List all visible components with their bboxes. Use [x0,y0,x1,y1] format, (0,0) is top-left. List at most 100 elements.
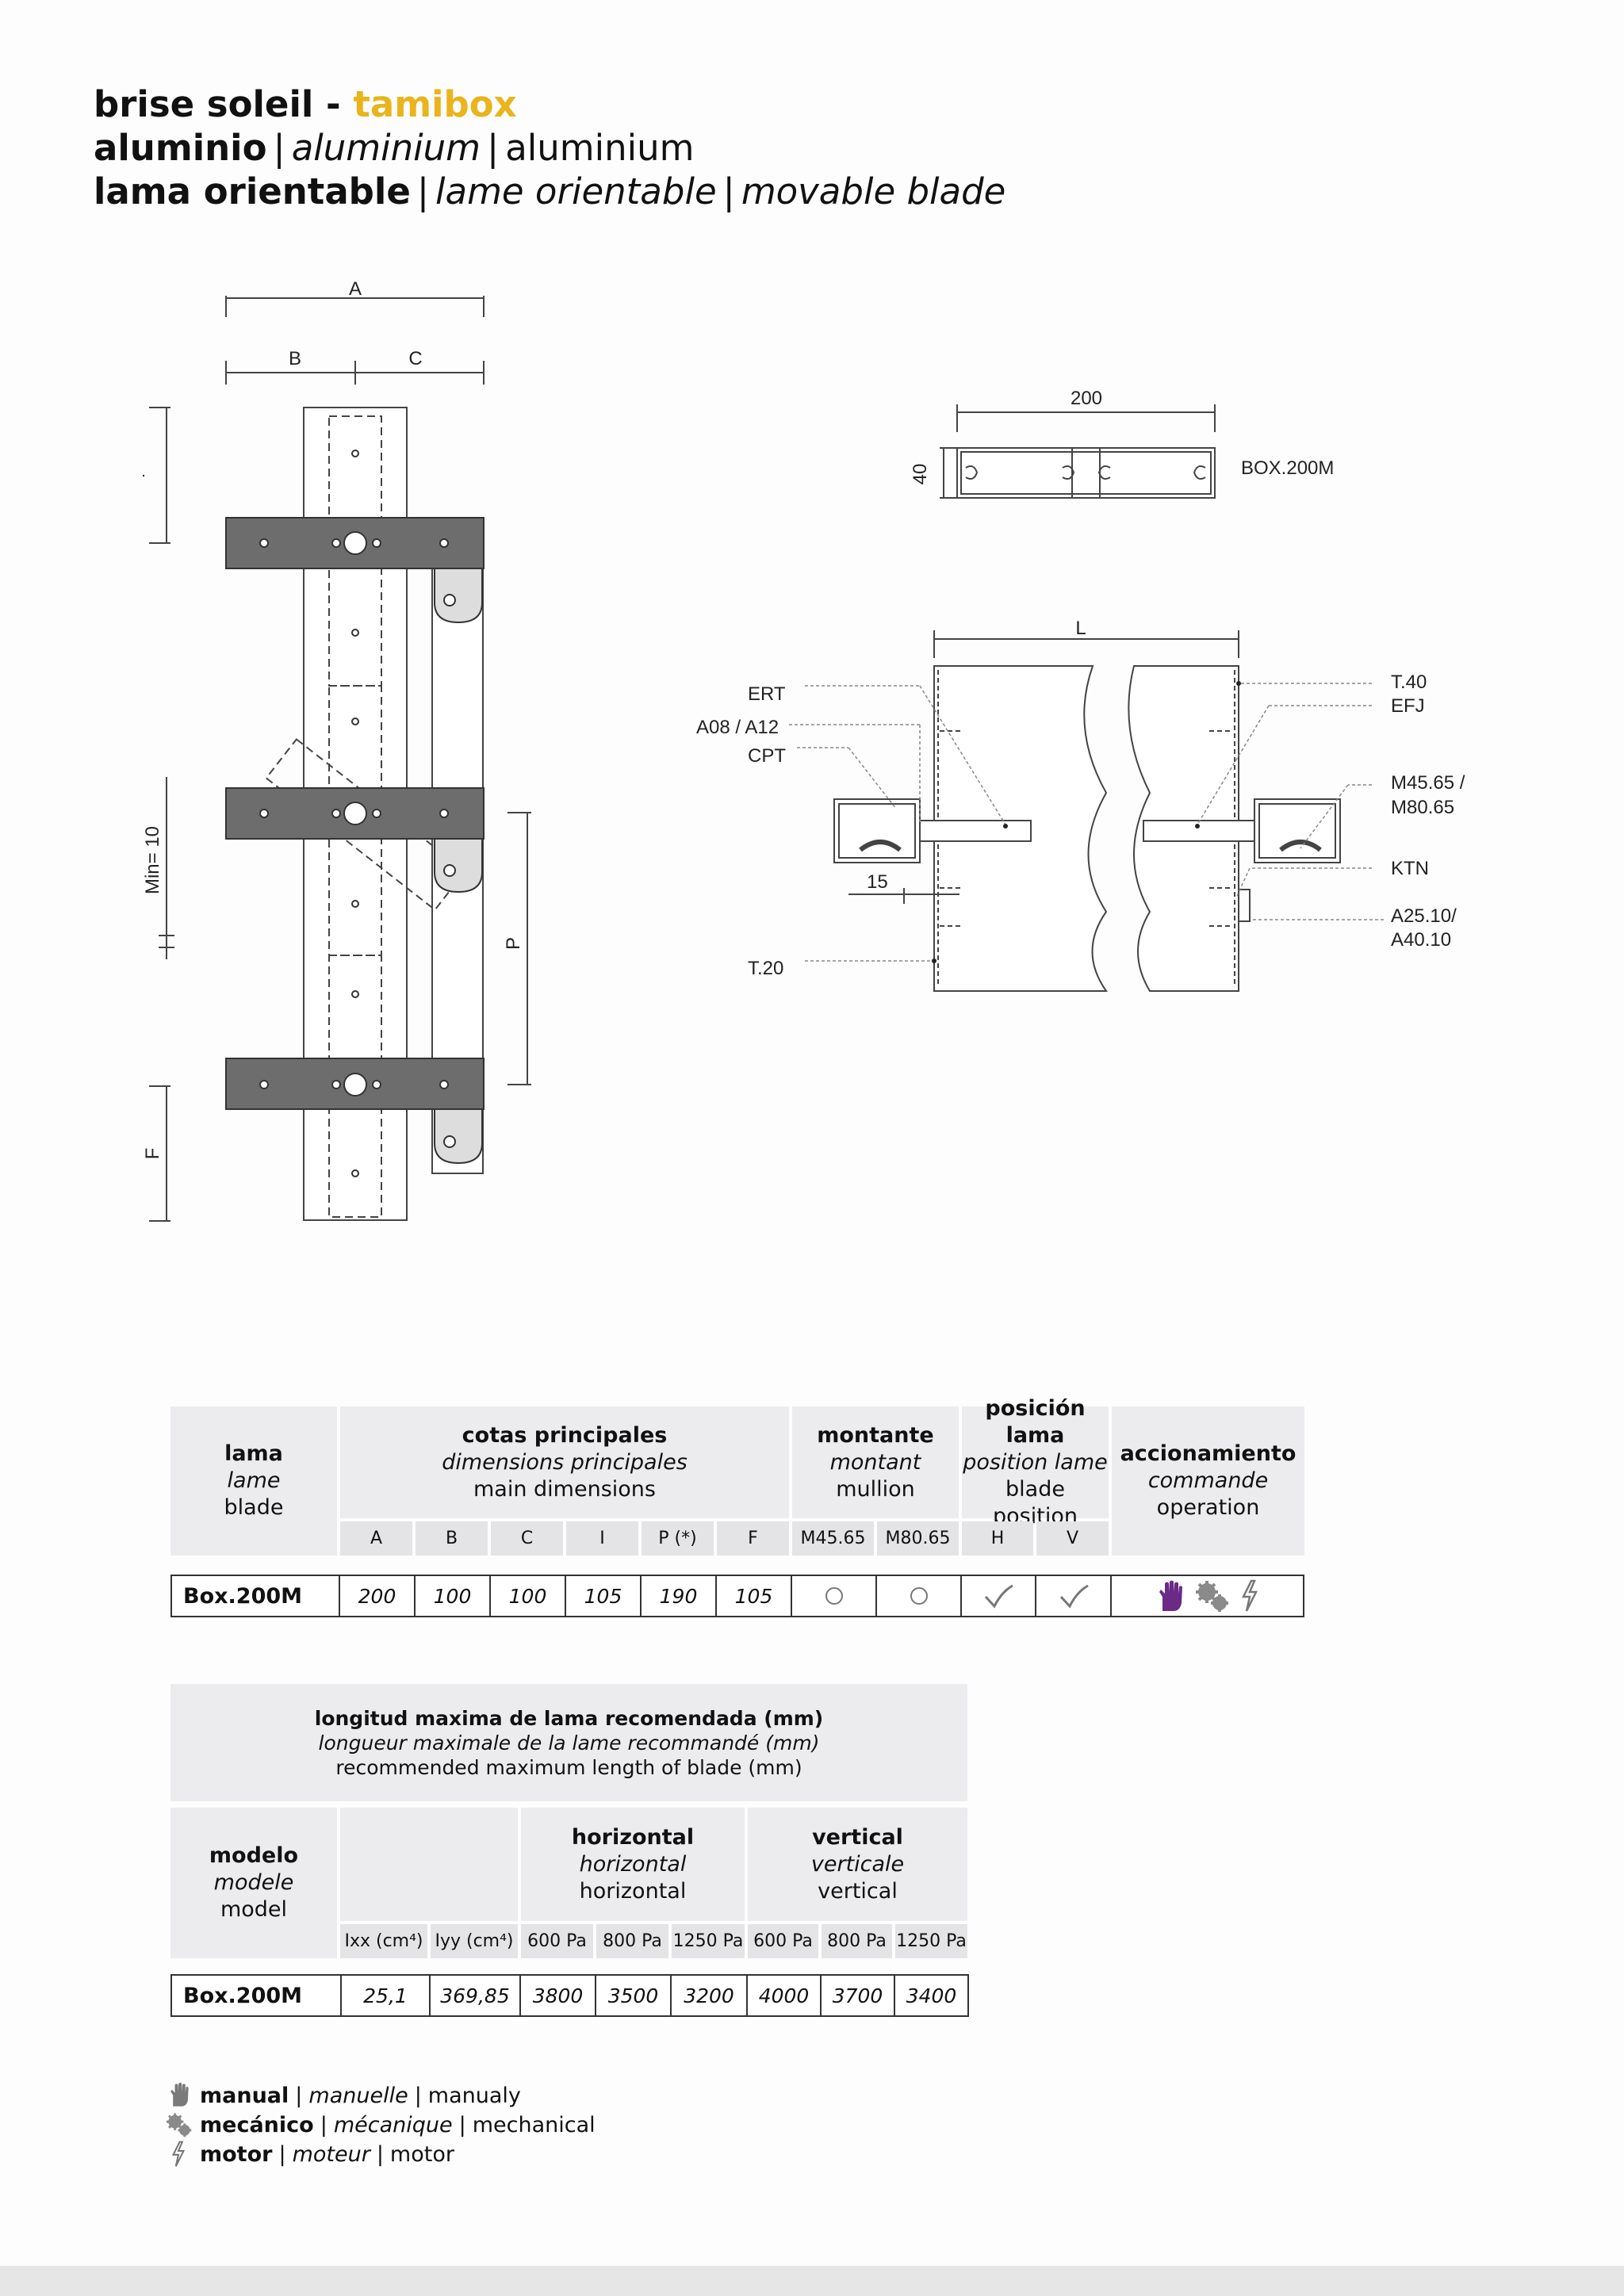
lightning-icon [171,2141,186,2167]
value-v800: 3700 [820,1974,895,2017]
label-efj: EFJ [1391,695,1425,717]
row-model-name: Box.200M [170,1974,342,2017]
hand-icon [170,2082,189,2107]
front-elevation-drawing: A B C I Min= 10 P F [143,278,531,1222]
dim-200-label: 200 [1071,388,1102,409]
value-F: 105 [715,1575,792,1617]
value-v1250: 3400 [894,1974,969,2017]
subheader-v800: 800 Pa [822,1924,892,1958]
product-name: tamibox [353,83,517,125]
header-inertia-blank [340,1808,518,1921]
value-C: 100 [489,1575,566,1617]
value-I: 105 [565,1575,642,1617]
value-m45 [791,1575,877,1617]
dim-I-label: I [143,473,149,479]
label-a25: A25.10/ [1391,905,1457,927]
subheader-V: V [1036,1521,1109,1556]
label-a08: A08 / A12 [696,717,779,738]
dim-L-label: L [1075,618,1086,639]
dim-min-label: Min= 10 [143,826,163,894]
subheader-P: P (*) [642,1521,714,1556]
subheader-B: B [416,1521,488,1556]
gears-icon [1195,1581,1228,1612]
label-m80: M80.65 [1391,797,1454,818]
circle-icon [825,1587,843,1605]
dim-F-label: F [143,1148,163,1160]
gears-icon [167,2113,192,2137]
type-fr: lame orientable [435,170,717,212]
value-m80 [875,1575,962,1617]
material-es: aluminio [94,127,267,169]
material-fr: aluminium [291,127,481,169]
check-icon [984,1584,1013,1609]
value-V [1035,1575,1112,1617]
row-model-name: Box.200M [170,1575,340,1617]
assembly-detail-drawing: L ERT A08 / A12 CPT 15 T.20 T.40 EFJ M45… [696,618,1465,992]
dim-P-label: P [503,937,524,950]
subheader-H: H [962,1521,1033,1556]
label-m45: M45.65 / [1391,772,1465,794]
circle-icon [910,1587,928,1605]
type-en: movable blade [741,170,1006,212]
subheader-I: I [566,1521,638,1556]
dim-40-label: 40 [910,464,931,485]
subheader-iyy: Iyy (cm⁴) [431,1924,518,1958]
label-ktn: KTN [1391,858,1429,879]
footer-bar [0,2266,1624,2296]
title-line-2: aluminio|aluminium|aluminium [94,127,695,169]
subheader-h1250: 1250 Pa [672,1924,745,1958]
table2-title: longitud maxima de lama recomendada (mm)… [170,1684,967,1801]
legend-motor: motor|moteur|motor [200,2142,454,2167]
value-h600: 3800 [519,1974,596,2017]
label-ert: ERT [748,683,786,705]
legend-manual: manual|manuelle|manualy [200,2084,521,2108]
label-t20: T.20 [748,958,783,979]
profile-name-label: BOX.200M [1241,457,1334,479]
value-v600: 4000 [746,1974,822,2017]
value-operation [1110,1575,1304,1617]
lightning-icon [1241,1579,1258,1612]
subheader-v600: 600 Pa [748,1924,818,1958]
brand-title: brise soleil - [94,83,354,125]
dim-A-label: A [349,278,362,300]
subheader-F: F [717,1521,789,1556]
subheader-m80: M80.65 [877,1521,959,1556]
dim-15-label: 15 [867,871,888,893]
check-icon [1059,1584,1089,1609]
subheader-A: A [340,1521,412,1556]
material-en: aluminium [505,127,695,169]
value-iyy: 369,85 [429,1974,521,2017]
dim-C-label: C [408,348,422,369]
subheader-ixx: Ixx (cm⁴) [340,1924,427,1958]
title-line-3: lama orientable|lame orientable|movable … [94,170,1006,212]
label-cpt: CPT [748,745,786,767]
subheader-h800: 800 Pa [596,1924,668,1958]
subheader-h600: 600 Pa [521,1924,593,1958]
label-t40: T.40 [1391,672,1427,693]
value-P: 190 [640,1575,717,1617]
subheader-C: C [491,1521,563,1556]
subheader-v1250: 1250 Pa [895,1924,967,1958]
value-A: 200 [339,1575,416,1617]
dim-B-label: B [289,348,301,369]
legend-mecanico: mecánico|mécanique|mechanical [200,2113,596,2137]
value-H [960,1575,1036,1617]
value-h800: 3500 [595,1974,672,2017]
value-ixx: 25,1 [340,1974,431,2017]
title-line-1: brise soleil - tamibox [94,82,1005,126]
subheader-m45: M45.65 [792,1521,874,1556]
page-header: brise soleil - tamibox aluminio|aluminiu… [94,82,1005,213]
value-h1250: 3200 [670,1974,748,2017]
label-a40: A40.10 [1391,929,1451,951]
type-es: lama orientable [94,170,411,212]
value-B: 100 [414,1575,491,1617]
profile-section-drawing: 200 40 BOX.200M [910,388,1334,499]
